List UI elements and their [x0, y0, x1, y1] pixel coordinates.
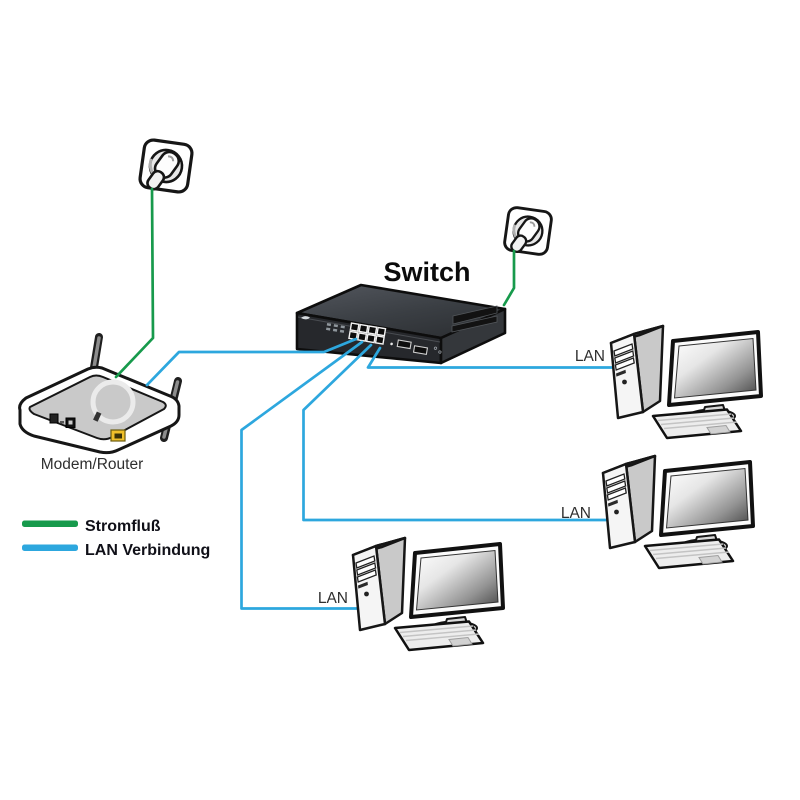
- side-vent: [452, 305, 498, 325]
- pc-middle-icon: [601, 454, 755, 570]
- legend-label-power: Stromfluß: [85, 518, 161, 535]
- router-top-ring: [90, 379, 136, 425]
- modem-router-label: Modem/Router: [41, 456, 144, 473]
- router-lan-port-slot: [114, 433, 122, 439]
- port-mark: [390, 342, 393, 346]
- screw: [438, 350, 442, 354]
- router-led: [60, 421, 64, 424]
- ethernet-ports: [326, 322, 442, 355]
- lan-cable-switch-pc-top: [366, 346, 616, 369]
- pc-top-label: LAN: [575, 348, 605, 365]
- switch-icon: [295, 283, 507, 365]
- lan-cable-switch-modem: [145, 337, 358, 387]
- wall-outlet-2-icon: [501, 205, 554, 261]
- screw: [433, 346, 438, 350]
- router-top-slot: [93, 411, 102, 422]
- lan-cable-switch-pc-middle: [302, 343, 608, 522]
- legend-swatch-power: [22, 520, 78, 527]
- power-cable-outlet1-modem: [114, 187, 155, 379]
- legend: Stromfluß LAN Verbindung: [22, 518, 210, 559]
- switch-label: Switch: [383, 257, 470, 287]
- pc-top-icon: [609, 324, 763, 440]
- legend-swatch-lan: [22, 544, 78, 551]
- pc-middle-label: LAN: [561, 505, 591, 522]
- power-cable-outlet2-switch: [502, 249, 516, 307]
- legend-label-lan: LAN Verbindung: [85, 542, 210, 559]
- router-port: [49, 413, 59, 424]
- sfp-port: [396, 339, 412, 350]
- router-port-pin: [68, 420, 73, 425]
- lan-cable-switch-pc-bottom: [240, 340, 364, 610]
- sfp-port: [412, 345, 429, 355]
- pc-bottom-label: LAN: [318, 590, 348, 607]
- modem-router-icon: [18, 333, 182, 455]
- pc-bottom-icon: [351, 536, 505, 652]
- side-vent: [451, 315, 498, 333]
- switch-logo: [301, 316, 310, 320]
- wall-outlet-1-icon: [136, 137, 195, 199]
